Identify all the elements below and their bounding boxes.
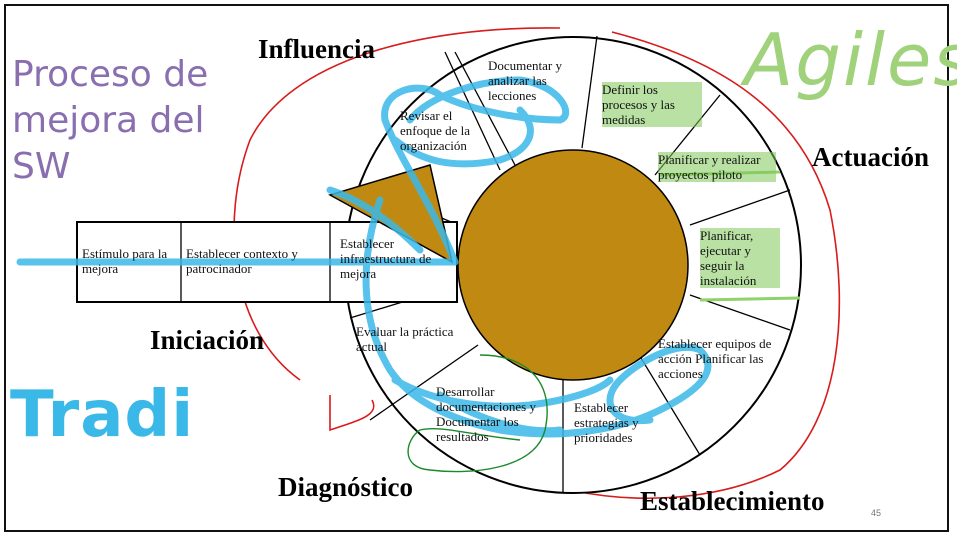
center-circle	[457, 149, 689, 381]
cyan-ink-scribbles	[16, 76, 712, 438]
segment-establecer-infra: Establecer infraestructura de mejora	[340, 236, 432, 281]
page-number: 45	[870, 508, 881, 518]
phase-establecimiento: Establecimiento	[640, 486, 825, 516]
segment-planificar-realizar: Planificar y realizar proyectos piloto	[658, 152, 776, 182]
phase-influencia: Influencia	[258, 34, 376, 64]
segment-planificar-ejecutar: Planificar, ejecutar y seguir la instala…	[700, 228, 780, 288]
phase-diagnostico: Diagnóstico	[278, 472, 413, 502]
phase-actuacion: Actuación	[812, 142, 929, 172]
segment-revisar: Revisar el enfoque de la organización	[400, 108, 471, 153]
segment-evaluar: Evaluar la práctica actual	[356, 324, 454, 354]
annotation-tradi: Tradi	[10, 378, 195, 452]
phase-iniciacion: Iniciación	[150, 325, 265, 355]
box-estimulo: Estímulo para la mejora	[82, 246, 168, 276]
red-ink-loop	[233, 27, 841, 499]
slide-title: Proceso de mejora del SW	[12, 54, 209, 187]
segment-definir: Definir los procesos y las medidas	[602, 82, 702, 127]
segment-documentar: Documentar y analizar las lecciones	[488, 58, 563, 103]
slide-frame	[4, 4, 949, 532]
segment-establecer-estrategias: Establecer estrategias y prioridades	[574, 400, 639, 445]
annotation-agiles: Agiles	[744, 18, 957, 102]
segment-desarrollar: Desarrollar documentaciones y Documentar…	[436, 384, 536, 444]
green-ink-loop	[407, 354, 548, 473]
segment-establecer-equipos: Establecer equipos de acción Planificar …	[658, 336, 772, 381]
box-contexto: Establecer contexto y patrocinador	[186, 246, 298, 276]
